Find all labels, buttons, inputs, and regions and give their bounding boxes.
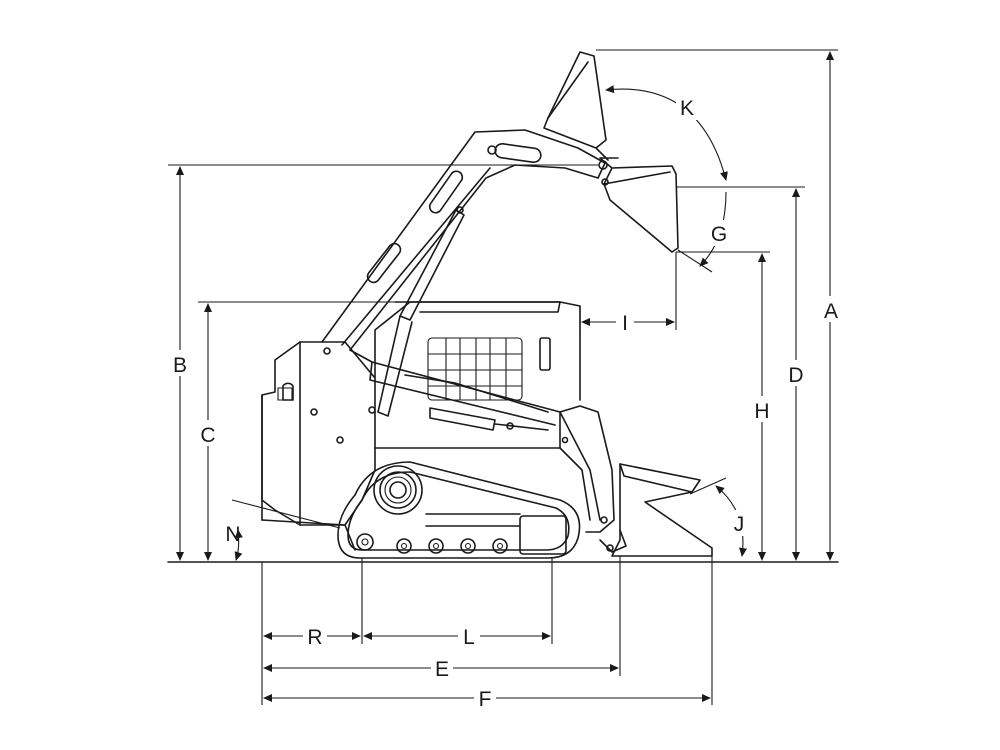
machine-body xyxy=(261,301,615,533)
label-f: F xyxy=(479,688,492,711)
label-a: A xyxy=(824,300,838,323)
label-n: N xyxy=(225,523,240,546)
lift-arm xyxy=(321,129,608,521)
dimension-n-arc xyxy=(234,529,243,561)
label-g: G xyxy=(711,223,727,246)
label-i: I xyxy=(622,312,628,335)
dimension-lines xyxy=(176,51,834,702)
label-r: R xyxy=(307,626,322,649)
label-h: H xyxy=(754,400,769,423)
bucket-lowered xyxy=(599,463,713,557)
extension-lines xyxy=(168,49,838,705)
label-b: B xyxy=(173,354,187,377)
label-k: K xyxy=(680,97,694,120)
bucket-raised-dump xyxy=(599,157,679,253)
label-d: D xyxy=(788,364,803,387)
label-c: C xyxy=(200,424,215,447)
label-j: J xyxy=(734,513,745,536)
label-e: E xyxy=(435,658,449,681)
cab-window-grid xyxy=(427,337,523,401)
label-l: L xyxy=(463,626,475,649)
track xyxy=(261,461,581,559)
dimension-labels: A B C D H I R L E F K G J N xyxy=(170,94,842,712)
bucket-raised-tilted xyxy=(543,51,609,161)
